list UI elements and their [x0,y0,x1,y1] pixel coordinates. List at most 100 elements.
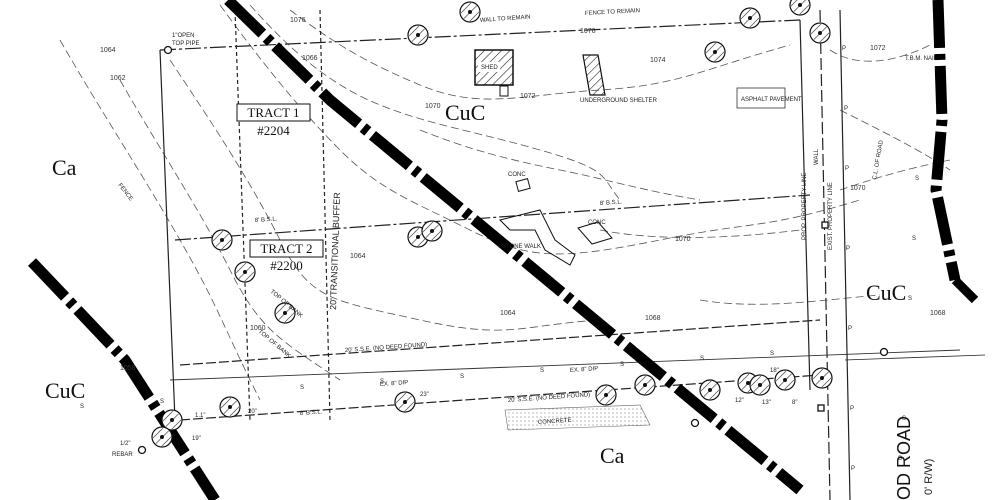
stone-walk-label: STONE WALK [502,244,541,250]
svg-text:S: S [770,351,774,357]
contour-1076-a: 1076 [290,17,306,24]
svg-text:P: P [842,46,846,52]
svg-text:P: P [845,166,849,172]
svg-text:S: S [898,456,902,462]
svg-text:S: S [902,416,906,422]
svg-text:S: S [912,236,916,242]
concrete-pad [504,404,651,431]
svg-text:P: P [850,406,854,412]
tree-size-2: 23" [420,392,429,398]
tree-size-4: 12" [735,398,744,404]
contour-1076-b: 1076 [580,28,596,35]
bsl-label-1: 8' B.S.L. [255,216,278,224]
transitional-buffer-label: 20' TRANSITIONAL BUFFER [328,192,342,311]
shed [474,49,514,97]
contour-1060: 1060 [250,325,266,332]
tbm-label: T.B.M. NAIL [905,56,938,62]
contour-1070-a: 1070 [425,103,441,110]
contour-1068-a: 1068 [645,315,661,322]
tree-size-3: 19" [192,436,201,442]
contour-1070-c: 1070 [850,185,866,192]
top-of-bank-label-2: TOP OF BANK [257,329,292,359]
tract-2-number: #2200 [270,258,303,273]
road-row-label: 0' R/W) [923,459,935,495]
tree-size-6: 18" [770,368,779,374]
svg-text:S: S [915,176,919,182]
rebar-size-label: 1/2" [120,441,130,447]
contour-1074: 1074 [650,57,666,64]
contour-1066: 1066 [302,55,318,62]
asphalt-box [736,87,786,109]
sse-upper-label: 20' S.S.E. (NO DEED FOUND) [345,342,428,354]
ex-dip-label-2: EX. 8" DIP [570,366,599,374]
sse-lower-label: 20' S.S.E. (NO DEED FOUND) [508,392,591,404]
svg-text:P: P [844,106,848,112]
tree-size-labels: 20" 23" 19" 12" 13" 18" 8" 1.1" [192,368,797,442]
svg-text:S: S [160,399,164,405]
bsl-label-3: 8' B.S.L. [300,409,323,417]
conc-label-1: CONC [508,172,526,178]
tree-size-7: 8" [792,400,797,406]
wall-label: WALL [814,148,820,165]
svg-text:P: P [846,246,850,252]
ex-dip-label-1: EX. 8" DIP [380,380,409,388]
contour-1070-b: 1070 [675,236,691,243]
contour-1064-c: 1064 [100,47,116,54]
tract-1-number: #2204 [257,123,290,138]
tree-size-1: 20" [248,409,257,415]
underground-shelter [582,54,606,96]
tract-2-name: TRACT 2 [260,241,312,256]
shed-label: SHED [481,65,498,71]
sewer-line-markers: S S S S S S S S S S S S S S [80,176,919,462]
tract-1-label: TRACT 1 #2204 [236,103,311,138]
contour-1064-a: 1064 [350,253,366,260]
stone-walk [499,178,613,266]
contour-1058: 1058 [120,365,136,372]
contour-1064-b: 1064 [500,310,516,317]
soil-label-ca-left: Ca [52,155,77,180]
svg-text:S: S [620,362,624,368]
survey-points [137,45,889,455]
top-pipe-size-label: 1"OPEN [172,33,194,39]
soil-boundary-lines [28,0,979,500]
rebar-label: REBAR [112,452,133,458]
contour-1072-a: 1072 [520,93,536,100]
shelter-label: UNDERGROUND SHELTER [580,98,658,104]
concrete-label: CONCRETE [538,418,572,426]
svg-text:P: P [851,466,855,472]
wall-to-remain-label: WALL TO REMAIN [480,14,531,24]
svg-text:S: S [80,404,84,410]
svg-text:S: S [460,374,464,380]
conc-label-2: CONC [588,220,606,226]
soil-label-cuc-right: CuC [866,280,906,305]
property-lines [159,9,986,500]
annotations: SHED UNDERGROUND SHELTER ASPHALT PAVEMEN… [112,8,938,458]
contour-1062: 1062 [110,75,126,82]
svg-text:S: S [540,368,544,374]
fence-to-remain-label: FENCE TO REMAIN [585,8,640,17]
svg-text:S: S [908,296,912,302]
contour-1072-b: 1072 [870,45,886,52]
soil-label-ca-bottom: Ca [600,443,625,468]
soil-label-cuc-left: CuC [45,378,85,403]
contour-labels: 1076 1076 1074 1072 1072 1070 1070 1070 … [100,17,946,372]
tree-size-5: 13" [762,400,771,406]
tract-2-label: TRACT 2 #2200 [249,239,324,273]
svg-text:S: S [380,379,384,385]
fence-label: FENCE [116,183,133,203]
soil-label-cuc-center: CuC [445,100,485,125]
bsl-label-2: 8' B.S.L. [600,199,623,207]
contour-1068-b: 1068 [930,310,946,317]
pole-markers: P P P P P P P [842,46,855,472]
cl-road-label: C.L. OF ROAD [872,139,885,180]
top-pipe-label: TOP PIPE [172,41,199,47]
exist-prop-line-label: EXIST. PROPERTY LINE [828,182,834,250]
tract-1-name: TRACT 1 [247,105,299,120]
tree-size-8: 1.1" [195,413,205,419]
asphalt-label: ASPHALT PAVEMENT [741,97,802,103]
svg-text:P: P [848,326,852,332]
svg-text:S: S [700,356,704,362]
road-name-label: OD ROAD [894,416,914,500]
svg-text:S: S [300,385,304,391]
